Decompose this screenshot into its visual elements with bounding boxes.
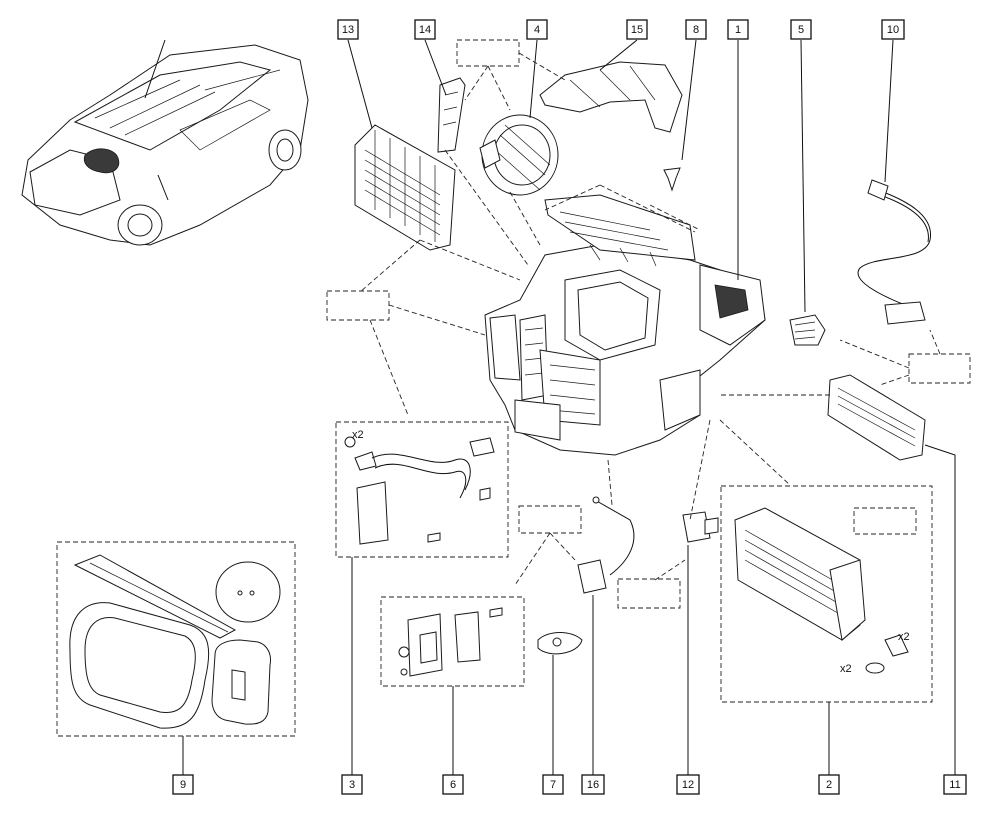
hvac-housing-unit [484, 194, 766, 456]
callout-15: 15 [626, 19, 648, 40]
screw-qty-label: x2 [898, 631, 910, 643]
wiring-harness-10 [857, 179, 931, 325]
actuator-5 [789, 314, 826, 346]
vehicle-illustration [21, 39, 309, 246]
callout-12: 12 [676, 774, 700, 795]
callout-16: 16 [581, 774, 605, 795]
group-box-6 [380, 596, 525, 687]
callout-2: 2 [818, 774, 840, 795]
svg-text:6: 6 [450, 779, 456, 791]
callout-1: 1 [727, 19, 749, 40]
group-box-3 [335, 421, 509, 558]
cabin-filter-13 [354, 124, 456, 251]
pipe-kit-3: x2 [344, 429, 495, 545]
sensor-12 [682, 511, 719, 543]
callout-3: 3 [341, 774, 363, 795]
air-duct-15 [539, 61, 683, 133]
grommet-7 [537, 632, 583, 655]
svg-text:9: 9 [180, 779, 186, 791]
blank-label-box-b [326, 290, 390, 321]
svg-text:12: 12 [682, 779, 694, 791]
flap-14 [437, 77, 466, 153]
svg-text:3: 3 [349, 779, 355, 791]
heater-core-11 [827, 374, 926, 461]
seal-qty-label: x2 [840, 663, 852, 675]
svg-text:16: 16 [587, 779, 599, 791]
svg-text:1: 1 [735, 24, 741, 36]
svg-text:4: 4 [534, 24, 540, 36]
svg-text:13: 13 [342, 24, 354, 36]
svg-text:11: 11 [949, 779, 960, 791]
evaporator-kit-2: x2 x2 [734, 507, 910, 675]
callout-5: 5 [790, 19, 812, 40]
callout-13: 13 [337, 19, 359, 40]
svg-text:2: 2 [826, 779, 832, 791]
svg-text:8: 8 [693, 24, 699, 36]
callout-leaders [182, 39, 956, 775]
svg-text:14: 14 [419, 24, 431, 36]
group-box-2 [720, 485, 933, 703]
callout-8: 8 [685, 19, 707, 40]
svg-text:7: 7 [550, 779, 556, 791]
clip-8 [663, 167, 681, 192]
callout-11: 11 [943, 774, 967, 795]
blower-motor-4 [479, 114, 559, 196]
blank-label-box-f [853, 507, 917, 535]
blank-label-box-a [456, 39, 520, 67]
callout-4: 4 [526, 19, 548, 40]
svg-text:5: 5 [798, 24, 804, 36]
callout-10: 10 [881, 19, 905, 40]
blank-label-box-d [518, 505, 582, 534]
pipe-qty-label: x2 [352, 429, 364, 441]
callout-9: 9 [172, 774, 194, 795]
blank-label-box-e [617, 578, 681, 609]
seal-kit-9 [69, 554, 281, 729]
expansion-valve-kit-6 [398, 607, 503, 677]
svg-text:10: 10 [887, 24, 899, 36]
blank-label-box-c [908, 353, 971, 384]
callout-6: 6 [442, 774, 464, 795]
callout-7: 7 [542, 774, 564, 795]
dashed-leaders [359, 52, 941, 586]
callout-14: 14 [414, 19, 436, 40]
svg-text:15: 15 [631, 24, 643, 36]
temperature-sensor-16 [577, 496, 635, 594]
